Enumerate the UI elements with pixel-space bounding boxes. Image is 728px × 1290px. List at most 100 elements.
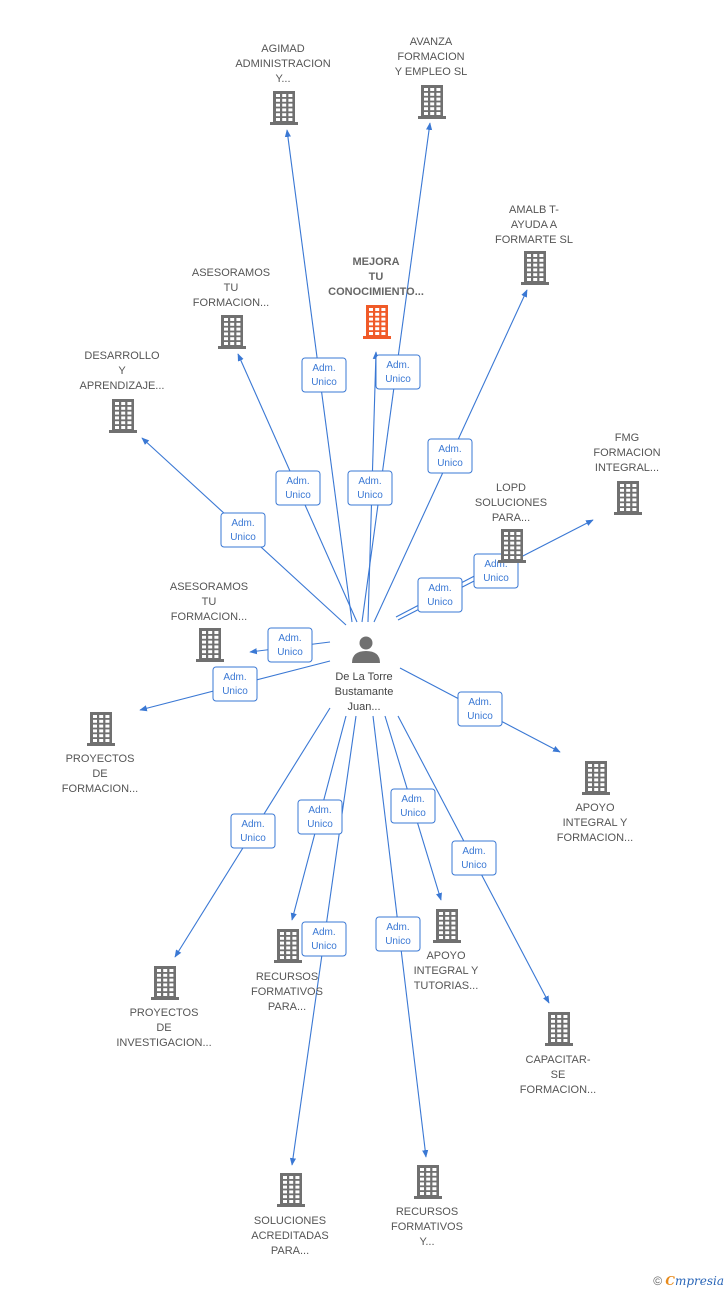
badge-text: Unico [385, 936, 411, 947]
company-node-proyectos_investigacion[interactable]: PROYECTOSDEINVESTIGACION... [116, 966, 212, 1049]
badge-adm-unico[interactable]: Adm.Unico [220, 512, 266, 548]
company-node-fmg[interactable]: FMGFORMACIONINTEGRAL... [593, 432, 661, 515]
building-icon [433, 909, 461, 943]
company-node-lopd[interactable]: LOPDSOLUCIONESPARA... [475, 482, 547, 563]
badge-text: Adm. [428, 583, 451, 594]
company-label: RECURSOS [256, 971, 318, 983]
badge-text: Adm. [484, 559, 507, 570]
building-icon [521, 251, 549, 285]
badge-adm-unico[interactable]: Adm.Unico [212, 666, 258, 702]
person-name-label: Bustamante [335, 686, 394, 698]
company-label: Y [118, 365, 126, 377]
company-label: CONOCIMIENTO... [328, 286, 424, 298]
badge-adm-unico[interactable]: Adm. Unico [390, 788, 436, 824]
badge-adm-unico[interactable]: Adm.Unico [457, 691, 503, 727]
company-label: AMALB T- [509, 204, 559, 216]
badge-text: Adm. [468, 697, 491, 708]
company-node-soluciones[interactable]: SOLUCIONESACREDITADASPARA... [251, 1173, 329, 1257]
building-icon [363, 305, 391, 339]
brand-logo-text: mpresia [674, 1274, 724, 1288]
badge-adm-unico[interactable]: Adm.Unico [347, 470, 393, 506]
company-node-apoyo_formacion[interactable]: APOYO INTEGRAL Y FORMACION... [557, 761, 633, 844]
footer-brand[interactable]: © Cmpresia [653, 1274, 724, 1288]
badge-adm-unico[interactable]: Adm.Unico [267, 627, 313, 663]
company-label: LOPD [496, 482, 526, 494]
company-label: FORMACION [593, 447, 660, 459]
company-label: PARA... [268, 1001, 306, 1013]
badge-text: Unico [437, 458, 463, 469]
badge-adm-unico[interactable]: Adm. Unico [301, 921, 347, 957]
badge-adm-unico[interactable]: Adm.Unico [375, 354, 421, 390]
badge-text: Unico [285, 490, 311, 501]
company-label: AYUDA A [511, 219, 558, 231]
building-icon [582, 761, 610, 795]
badge-text: Unico [400, 808, 426, 819]
badge-adm-unico[interactable]: Adm.Unico [301, 357, 347, 393]
company-node-recursos_para[interactable]: RECURSOSFORMATIVOSPARA... [251, 929, 323, 1013]
company-node-capacitar[interactable]: CAPACITAR-SEFORMACION... [520, 1012, 596, 1096]
company-label: DESARROLLO [84, 350, 160, 362]
building-icon [414, 1165, 442, 1199]
company-label: TU [224, 282, 239, 294]
badge-text: Unico [240, 833, 266, 844]
company-label: CAPACITAR- [526, 1054, 591, 1066]
company-label: FORMACION... [62, 783, 138, 795]
company-node-desarrollo[interactable]: DESARROLLOYAPRENDIZAJE... [80, 350, 165, 433]
company-node-agimad[interactable]: AGIMADADMINISTRACIONY... [235, 43, 331, 125]
building-icon [277, 1173, 305, 1207]
company-label: FORMACION... [557, 832, 633, 844]
badge-text: Unico [307, 819, 333, 830]
badge-text: Adm. [401, 794, 424, 805]
person-name-label: Juan... [347, 701, 380, 713]
badge-text: Adm. [308, 805, 331, 816]
badge-text: Adm. [462, 846, 485, 857]
badge-adm-unico[interactable]: Adm.Unico [427, 438, 473, 474]
company-label: PROYECTOS [66, 753, 135, 765]
badge-text: Unico [427, 597, 453, 608]
company-label: INTEGRAL Y [563, 817, 628, 829]
badge-adm-unico[interactable]: Adm. Unico [230, 813, 276, 849]
company-label: INVESTIGACION... [116, 1037, 211, 1049]
badge-text: Adm. [278, 633, 301, 644]
badge-text: Unico [385, 374, 411, 385]
company-label: Y... [275, 73, 290, 85]
company-node-asesoramos1[interactable]: ASESORAMOSTUFORMACION... [192, 267, 270, 349]
building-icon [87, 712, 115, 746]
company-node-proyectos_formacion[interactable]: PROYECTOS DE FORMACION... [62, 712, 138, 795]
company-label: ASESORAMOS [192, 267, 270, 279]
copyright-symbol: © [653, 1274, 663, 1288]
company-node-mejora[interactable]: MEJORATUCONOCIMIENTO... [328, 256, 424, 339]
company-label: FORMACION... [171, 611, 247, 623]
badge-text: Unico [311, 377, 337, 388]
badge-adm-unico[interactable]: Adm.Unico [451, 840, 497, 876]
badge-text: Adm. [241, 819, 264, 830]
center-person-node[interactable]: De La TorreBustamanteJuan... [335, 636, 394, 714]
company-label: DE [92, 768, 107, 780]
person-icon [352, 636, 380, 663]
company-label: APOYO [575, 802, 615, 814]
company-node-asesoramos2[interactable]: ASESORAMOS TU FORMACION... [170, 581, 248, 662]
company-label: MEJORA [352, 256, 399, 268]
badge-adm-unico[interactable]: Adm.Unico [275, 470, 321, 506]
building-icon [218, 315, 246, 349]
company-label: TU [202, 596, 217, 608]
building-icon [274, 929, 302, 963]
badge-text: Unico [311, 941, 337, 952]
company-label: DE [156, 1022, 171, 1034]
company-label: APOYO [426, 950, 466, 962]
company-label: AGIMAD [261, 43, 304, 55]
badge-adm-unico[interactable]: Adm.Unico [375, 916, 421, 952]
company-label: ASESORAMOS [170, 581, 248, 593]
company-node-recursos_y[interactable]: RECURSOSFORMATIVOSY... [391, 1165, 463, 1248]
badge-adm-unico[interactable]: Adm. Unico [417, 577, 463, 613]
company-label: Y EMPLEO SL [395, 66, 468, 78]
building-icon [109, 399, 137, 433]
badge-text: Adm. [312, 927, 335, 938]
building-icon [545, 1012, 573, 1046]
company-label: PARA... [492, 512, 530, 524]
badge-adm-unico[interactable]: Adm. Unico [297, 799, 343, 835]
